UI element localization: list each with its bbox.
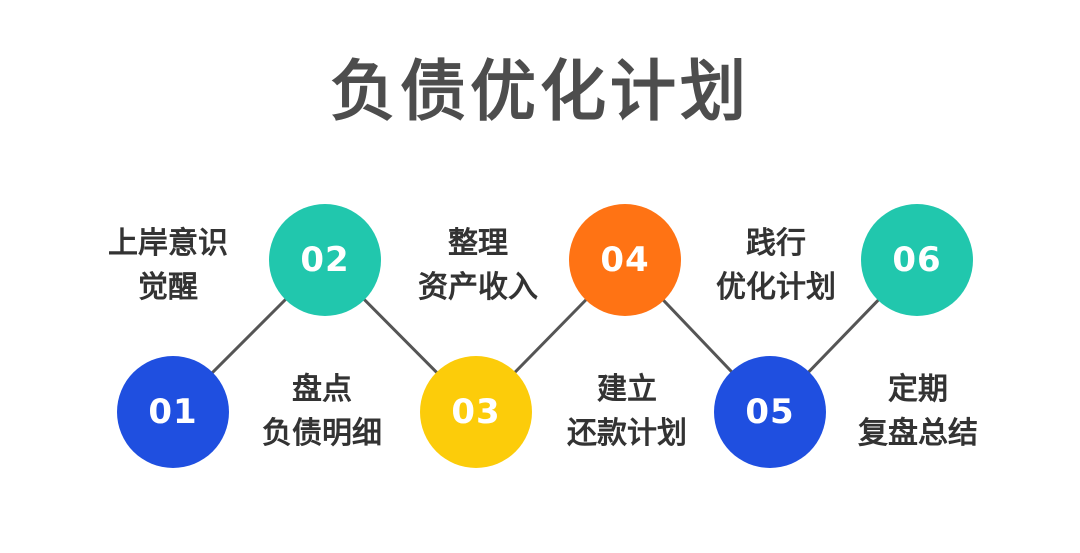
step-06-number: 06	[892, 240, 942, 280]
step-02-label-line2: 觉醒	[138, 270, 198, 305]
step-03-number: 03	[451, 392, 501, 432]
step-02-number: 02	[300, 240, 350, 280]
page-title: 负债优化计划	[330, 53, 750, 130]
step-04-label: 整理 资产收入	[418, 222, 538, 310]
step-01-circle: 01	[117, 356, 229, 468]
step-04-label-line2: 资产收入	[418, 270, 538, 305]
step-05-label-line1: 定期	[888, 372, 948, 407]
step-05-label: 定期 复盘总结	[858, 368, 978, 456]
step-06-label-line1: 践行	[746, 226, 806, 261]
step-06-circle: 06	[861, 204, 973, 316]
step-01-label-line2: 负债明细	[262, 416, 382, 451]
step-01-label: 盘点 负债明细	[262, 368, 382, 456]
step-02-label: 上岸意识 觉醒	[108, 222, 228, 310]
step-03-circle: 03	[420, 356, 532, 468]
step-03-label-line2: 还款计划	[567, 416, 687, 451]
step-03-label-line1: 建立	[597, 372, 657, 407]
step-03-label: 建立 还款计划	[567, 368, 687, 456]
step-04-circle: 04	[569, 204, 681, 316]
step-05-circle: 05	[714, 356, 826, 468]
step-05-number: 05	[745, 392, 795, 432]
step-02-circle: 02	[269, 204, 381, 316]
step-01-label-line1: 盘点	[292, 372, 352, 407]
step-04-number: 04	[600, 240, 650, 280]
step-05-label-line2: 复盘总结	[858, 416, 978, 451]
step-06-label: 践行 优化计划	[716, 222, 836, 310]
step-01-number: 01	[148, 392, 198, 432]
step-06-label-line2: 优化计划	[716, 270, 836, 305]
step-04-label-line1: 整理	[448, 226, 508, 261]
step-02-label-line1: 上岸意识	[108, 226, 228, 261]
